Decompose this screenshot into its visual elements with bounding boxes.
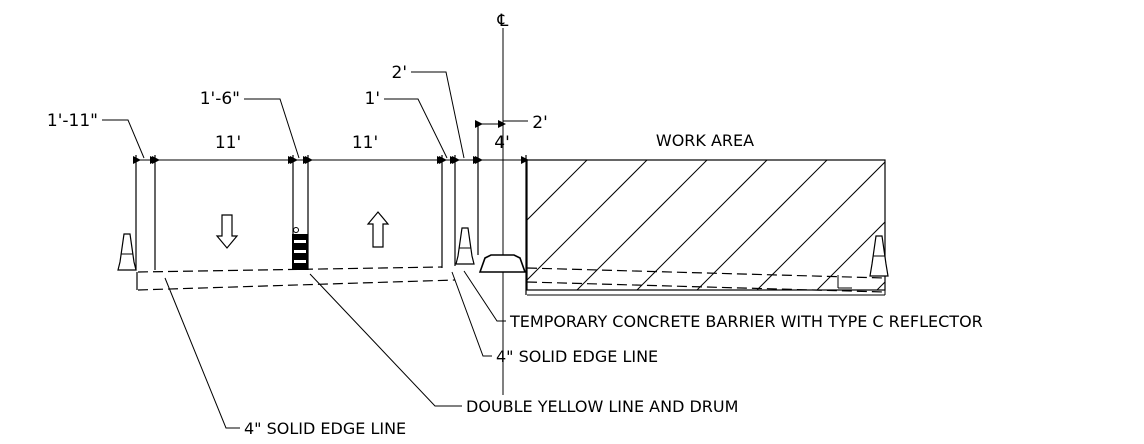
hollow-arrow-down-icon — [215, 214, 239, 249]
dim-offset-3: 2' — [532, 113, 548, 133]
traffic-cone-icon — [455, 227, 475, 265]
callout-barrier: TEMPORARY CONCRETE BARRIER WITH TYPE C R… — [509, 312, 983, 331]
dim-offset-2: 2' — [392, 63, 408, 83]
hollow-arrow-up-icon — [366, 211, 390, 248]
dim-median: 1'-6" — [200, 89, 240, 109]
dim-offset-1: 1' — [365, 89, 381, 109]
traffic-cone-icon — [117, 233, 137, 271]
callouts: TEMPORARY CONCRETE BARRIER WITH TYPE C R… — [164, 270, 983, 438]
channelizing-drum-icon — [292, 227, 308, 270]
dim-shoulder-left: 1'-11" — [47, 111, 98, 131]
callout-edge-line-right: 4" SOLID EDGE LINE — [496, 347, 658, 366]
dim-lane-left: 11' — [215, 133, 241, 153]
dimension-labels: 1'-11" 11' 1'-6" 11' 1' 2' 2' 4' — [47, 63, 548, 159]
roadway-surface — [136, 266, 886, 293]
centerline-symbol: ℄ — [497, 11, 509, 31]
centerline: ℄ — [497, 11, 509, 395]
work-area-hatching — [527, 160, 885, 290]
dimension-lines — [133, 120, 529, 164]
concrete-barrier — [478, 254, 527, 273]
work-area: WORK AREA — [526, 131, 886, 296]
dim-lane-right: 11' — [352, 133, 378, 153]
callout-edge-line-left: 4" SOLID EDGE LINE — [244, 419, 406, 438]
dim-buffer: 4' — [494, 133, 510, 153]
callout-double-yellow: DOUBLE YELLOW LINE AND DRUM — [466, 397, 738, 416]
lane-boundary-lines — [135, 125, 527, 295]
work-area-label: WORK AREA — [656, 131, 754, 150]
